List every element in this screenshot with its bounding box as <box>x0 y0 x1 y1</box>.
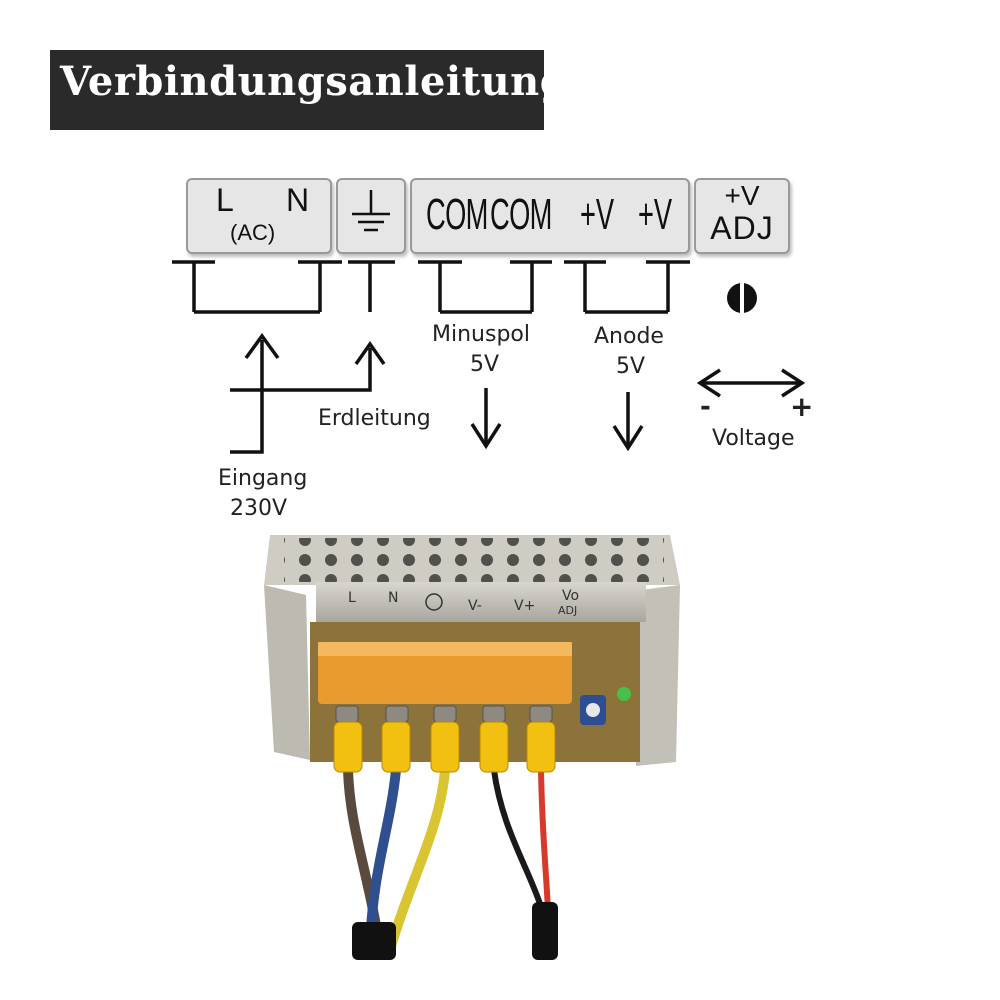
photo-label-vminus: V- <box>468 598 482 614</box>
terminal-adj: +V ADJ <box>694 178 790 254</box>
terminal-l: L <box>216 182 234 218</box>
label-anode-voltage: 5V <box>616 354 646 379</box>
photo-label-n: N <box>388 590 398 606</box>
label-minuspol-voltage: 5V <box>470 352 500 377</box>
label-eingang-voltage: 230V <box>230 496 288 521</box>
page-title: Verbindungsanleitung <box>60 58 569 105</box>
terminal-vplus-2: +V <box>638 190 673 239</box>
ground-icon <box>352 190 390 232</box>
label-voltage: Voltage <box>712 426 795 451</box>
label-anode: Anode <box>594 324 664 349</box>
photo-label-vplus: V+ <box>514 598 535 614</box>
photo-label-l: L <box>348 590 356 606</box>
terminal-adj-top: +V <box>724 180 760 211</box>
label-plus: + <box>790 390 814 423</box>
wire-black <box>491 767 545 913</box>
label-strip <box>316 582 646 622</box>
terminal-n: N <box>286 182 310 218</box>
terminal-com-2: COM <box>490 190 552 239</box>
casing-right <box>636 585 680 766</box>
connector-2 <box>381 721 411 773</box>
photo-ground-icon <box>425 593 443 611</box>
photo-label-adj: ADJ <box>558 604 577 617</box>
connector-1 <box>333 721 363 773</box>
wire-red <box>538 767 551 913</box>
led-indicator <box>617 687 631 701</box>
cable-sleeve-ac <box>352 922 396 960</box>
adjust-screw-icon <box>727 283 757 313</box>
terminal-adj-bottom: ADJ <box>710 210 774 246</box>
label-minus: - <box>700 392 711 422</box>
terminal-dc: COM COM +V +V <box>410 178 690 254</box>
connector-3 <box>430 721 460 773</box>
wiring-diagram <box>172 260 806 454</box>
power-supply-photo: L N V- V+ Vo ADJ <box>264 535 680 960</box>
wire-yellow <box>385 765 450 955</box>
label-erdleitung: Erdleitung <box>318 406 431 431</box>
photo-label-vo: Vo <box>562 588 579 604</box>
label-eingang: Eingang <box>218 466 308 491</box>
terminal-vplus-1: +V <box>580 190 615 239</box>
terminal-ac-sub: (AC) <box>230 220 276 245</box>
connector-4 <box>479 721 509 773</box>
title-bar: Verbindungsanleitung <box>50 50 569 130</box>
terminal-ac: L N (AC) <box>186 178 332 254</box>
casing-left <box>264 585 310 760</box>
connector-5 <box>526 721 556 773</box>
label-minuspol: Minuspol <box>432 322 530 347</box>
terminal-cover <box>318 642 572 704</box>
terminal-ground <box>336 178 406 254</box>
terminal-com-1: COM <box>426 190 488 239</box>
cable-sleeve-dc <box>532 902 558 960</box>
